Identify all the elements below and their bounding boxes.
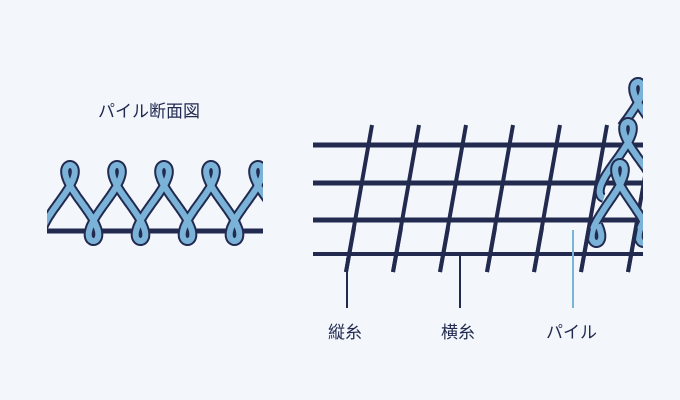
warp-line (391, 227, 403, 273)
fabric-weave (313, 77, 643, 273)
pile-label: パイル (546, 323, 597, 343)
pile-yarn (47, 162, 263, 244)
warp-line (438, 227, 450, 273)
cross-section-pile (47, 160, 263, 246)
warp-line (532, 227, 544, 273)
weft-label: 横糸 (441, 323, 475, 343)
warp-line (626, 227, 638, 273)
warp-label: 縦糸 (328, 323, 362, 343)
cross-section-title: パイル断面図 (98, 102, 200, 122)
warp-line (485, 227, 497, 273)
warp-line (579, 227, 591, 273)
